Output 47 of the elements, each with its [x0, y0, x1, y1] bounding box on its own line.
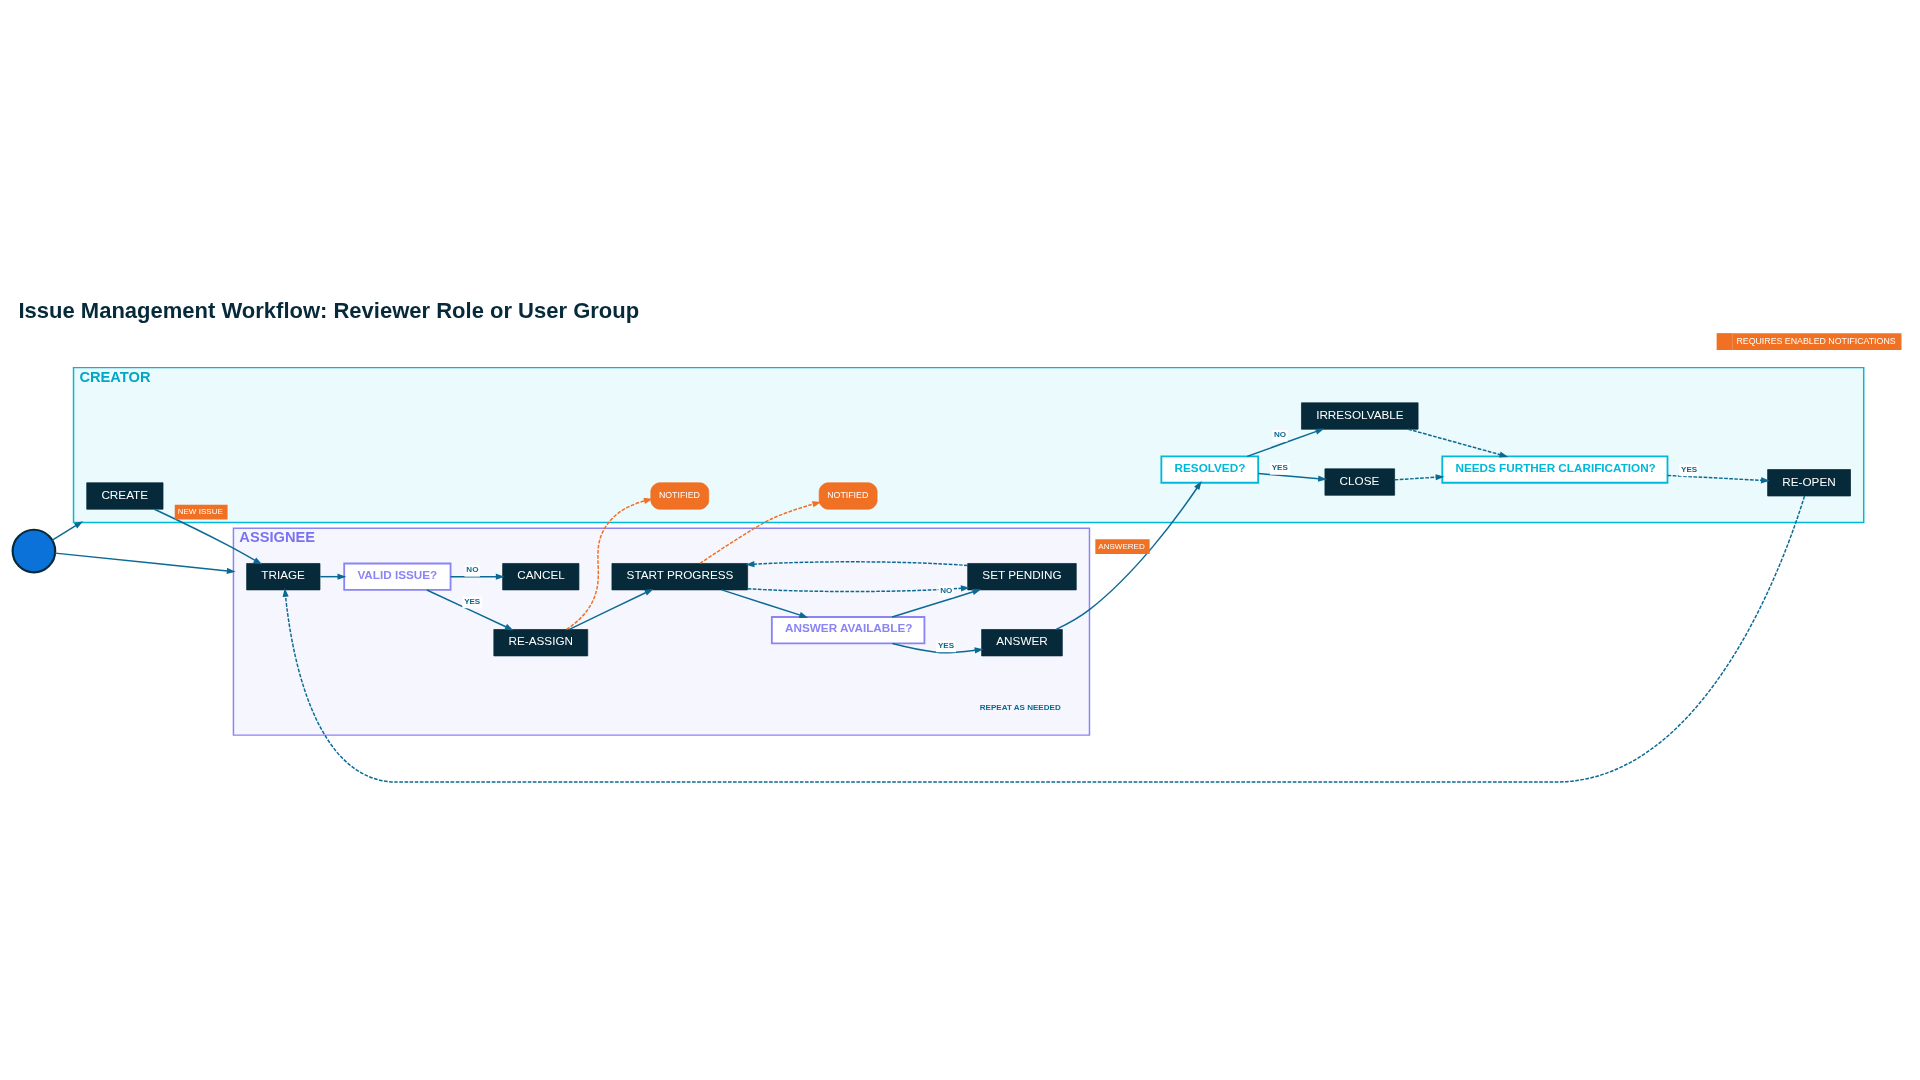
edge-label: ANSWERED	[1098, 541, 1145, 551]
node-box: TRIAGE	[246, 563, 321, 591]
edge-label: NEW ISSUE	[177, 507, 223, 517]
node-box: VALID ISSUE?	[343, 562, 452, 591]
node-box: RE-OPEN	[1767, 469, 1851, 497]
node-box: RESOLVED?	[1160, 455, 1260, 484]
node-box: ANSWER AVAILABLE?	[770, 616, 926, 645]
arrow	[1055, 481, 1202, 631]
arrow	[568, 588, 654, 631]
node-box: SET PENDING	[967, 563, 1077, 591]
arrow	[1393, 474, 1445, 481]
edge-label: NO	[940, 585, 953, 595]
arrow	[891, 589, 982, 618]
arrow	[1666, 474, 1770, 484]
node-box: CREATE	[86, 482, 164, 510]
node-box: NEEDS FURTHER CLARIFICATION?	[1441, 455, 1669, 484]
arrow	[153, 508, 263, 565]
node-box: RE-ASSIGN	[493, 629, 589, 657]
edge-label: NO	[466, 565, 479, 575]
edge-label: YES	[937, 640, 955, 650]
node-box: CANCEL	[502, 563, 580, 591]
arrow	[282, 495, 1806, 783]
arrow	[747, 585, 970, 593]
node-circle	[11, 528, 57, 574]
arrow	[1257, 472, 1327, 482]
edge-label: YES	[1271, 463, 1288, 473]
legend-label: REQUIRES ENABLED NOTIFICATIONS	[1736, 335, 1896, 346]
node-box: START PROGRESS	[611, 563, 748, 591]
arrow	[426, 589, 514, 631]
label: REPEAT AS NEEDED	[979, 703, 1061, 713]
node-box: ANSWER	[981, 629, 1063, 657]
node-box: IRRESOLVABLE	[1301, 402, 1419, 430]
arrow	[565, 497, 653, 631]
edge-label: NO	[1273, 430, 1287, 440]
arrow	[699, 501, 822, 565]
diagram-title: Issue Management Workflow: Reviewer Role or User Group	[18, 297, 640, 323]
arrow	[449, 573, 505, 580]
node-box: CLOSE	[1324, 468, 1395, 496]
edge-label: YES	[464, 596, 481, 606]
arrow	[51, 521, 84, 541]
arrow	[1407, 428, 1509, 458]
arrow	[745, 561, 969, 568]
arrow	[54, 552, 236, 574]
edge-label: YES	[1681, 464, 1698, 474]
node-box: NOTIFIED	[650, 482, 710, 510]
arrow	[721, 589, 809, 618]
node-box: NOTIFIED	[818, 482, 878, 510]
